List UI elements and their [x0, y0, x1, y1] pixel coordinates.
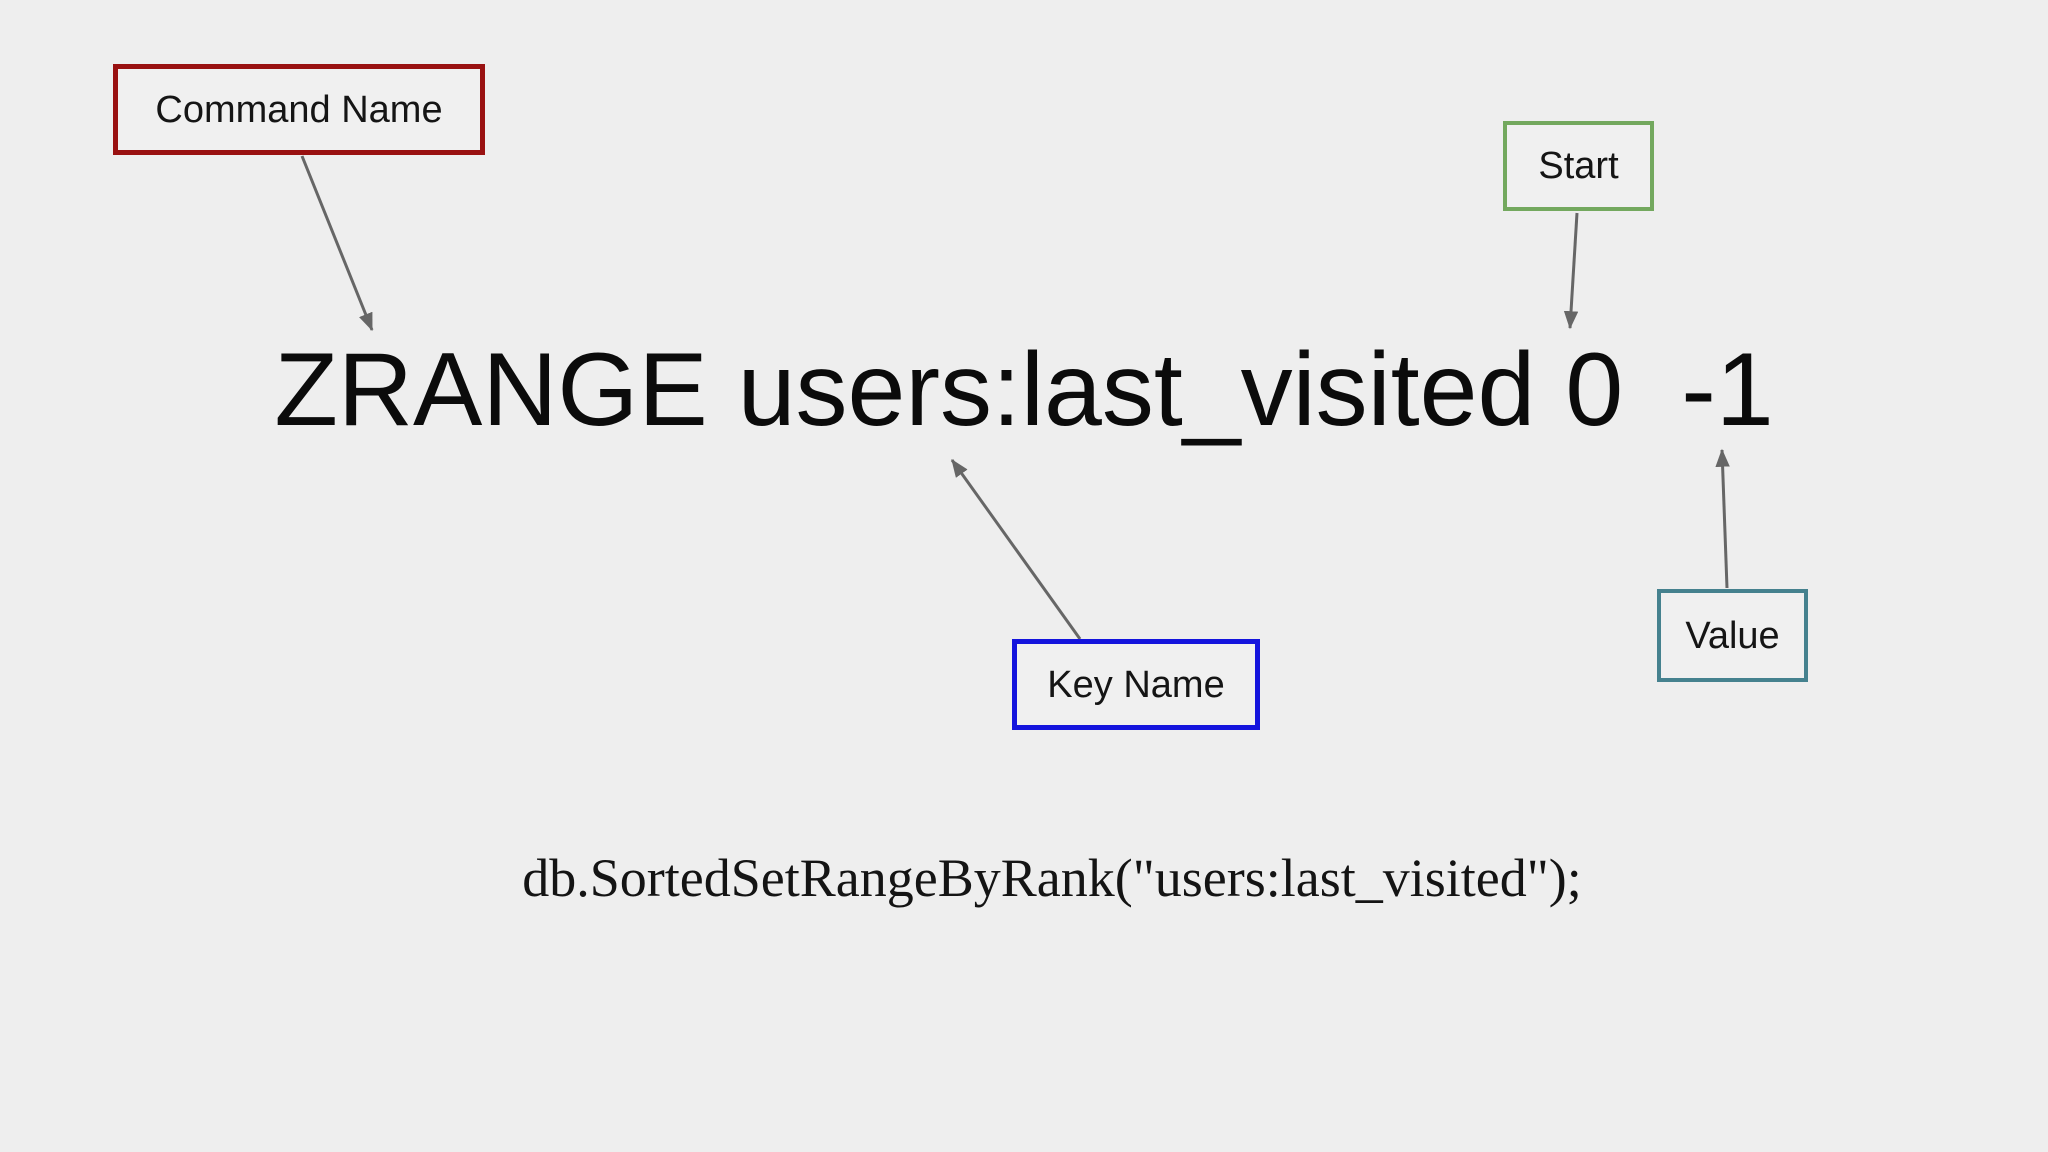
command-name-label-box: Command Name	[113, 64, 485, 155]
start-label: Start	[1538, 145, 1619, 187]
arrow-value	[1715, 448, 1730, 589]
command-name-token: ZRANGE	[274, 332, 708, 448]
key-name-label-box: Key Name	[1012, 639, 1260, 730]
csharp-code-text: db.SortedSetRangeByRank("users:last_visi…	[522, 848, 1582, 908]
value-label-box: Value	[1657, 589, 1808, 682]
stop-index-token: -1	[1681, 332, 1774, 448]
key-name-token: users:last_visited	[737, 332, 1536, 448]
key-name-label: Key Name	[1047, 663, 1225, 706]
start-label-box: Start	[1503, 121, 1654, 211]
arrow-start	[1563, 212, 1579, 330]
arrow-command-name	[300, 155, 374, 332]
start-index-token: 0	[1565, 332, 1624, 448]
value-label: Value	[1685, 614, 1780, 657]
command-name-label: Command Name	[155, 88, 443, 131]
arrow-key-name	[950, 459, 1082, 640]
